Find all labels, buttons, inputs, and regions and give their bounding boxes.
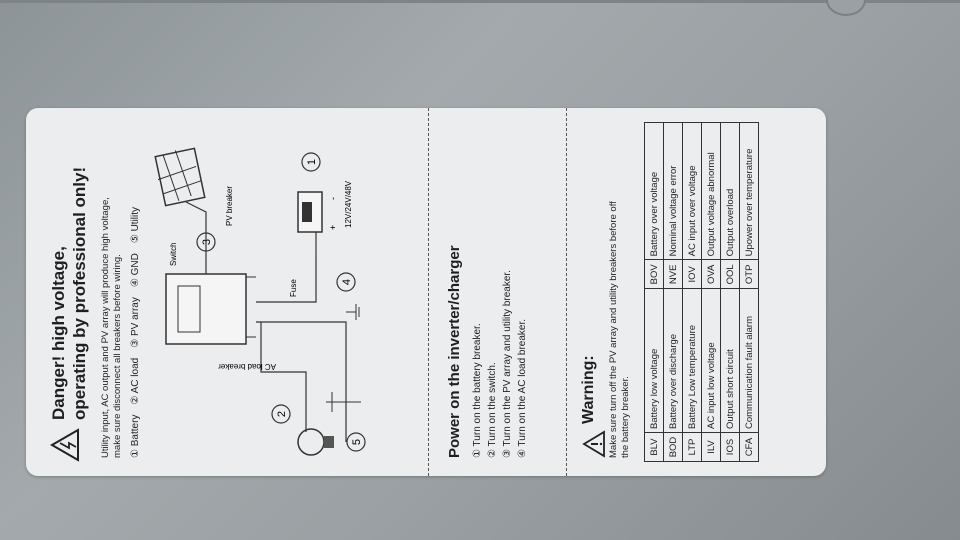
battery-voltage: 12V/24V/48V (344, 180, 353, 228)
power-step-1: ① Turn on the battery breaker. (472, 323, 483, 458)
table-row: CFA Communication fault alarm OTP Upower… (739, 122, 759, 462)
section-divider-1 (428, 108, 429, 476)
code-cell: BOV (644, 259, 664, 289)
table-row: ILV AC input low voltage OVA Output volt… (701, 122, 721, 462)
power-step-4: ④ Turn on the AC load breaker. (517, 318, 528, 458)
description-cell: Upower over temperature (739, 122, 759, 260)
code-cell: LTP (682, 432, 702, 462)
code-cell: BOD (663, 432, 683, 462)
warning-text: Make sure turn off the PV array and util… (608, 128, 632, 458)
fuse-label: Fuse (289, 279, 298, 297)
legend-gnd: ④ GND (130, 253, 141, 288)
danger-title-line2: operating by professional only! (70, 166, 89, 420)
description-cell: Battery over voltage (644, 122, 664, 260)
wiring-note-line2: make sure disconnect all breakers before… (112, 254, 123, 458)
marker-5-label: 5 (351, 439, 363, 445)
utility-pole-icon (326, 392, 361, 412)
code-cell: IOS (720, 432, 740, 462)
code-cell: ILV (701, 432, 721, 462)
power-step-2: ② Turn on the switch. (487, 362, 498, 458)
legend-ac-load: ② AC load (130, 357, 141, 405)
legend-battery: ① Battery (130, 414, 141, 458)
wiring-note-line1: Utility input, AC output and PV array wi… (100, 197, 111, 458)
marker-2 (271, 404, 291, 424)
marker-2-label: 2 (276, 411, 288, 417)
component-legend: ① Battery ② AC load ③ PV array ④ GND ⑤ U… (130, 114, 141, 458)
marker-4-label: 4 (341, 279, 353, 285)
description-cell: Communication fault alarm (739, 288, 759, 433)
ground-icon (346, 304, 360, 320)
description-cell: Battery over discharge (663, 288, 683, 433)
wiring-diagram: 2 Switch 3 PV breaker (154, 147, 366, 456)
code-cell: IOV (682, 259, 702, 289)
table-row: IOS Output short circuit OOL Output over… (720, 122, 740, 462)
description-cell: Nominal voltage error (663, 122, 683, 260)
sticker-content: Danger! high voltage, operating by profe… (26, 108, 826, 476)
section-divider-2 (566, 108, 567, 476)
battery-plus: + (328, 225, 338, 230)
power-on-title: Power on the inverter/charger (446, 245, 463, 458)
description-cell: AC input over voltage (682, 122, 702, 260)
code-cell: OTP (739, 259, 759, 289)
legend-utility: ⑤ Utility (130, 206, 141, 244)
power-step-3: ③ Turn on the PV array and utility break… (502, 270, 513, 458)
switch-label: Switch (169, 242, 178, 266)
danger-title: Danger! high voltage, operating by profe… (48, 120, 90, 420)
power-on-steps: ① Turn on the battery breaker. ② Turn on… (470, 128, 530, 458)
wiring-note: Utility input, AC output and PV array wi… (100, 114, 124, 458)
code-cell: BLV (644, 432, 664, 462)
description-cell: Battery low voltage (644, 288, 664, 433)
danger-title-line1: Danger! high voltage, (49, 246, 68, 420)
marker-5 (346, 432, 366, 452)
utility-wire (256, 321, 347, 442)
description-cell: Battery Low temperature (682, 288, 702, 433)
warning-line1: Make sure turn off the PV array and util… (608, 201, 619, 458)
marker-1 (301, 152, 321, 172)
battery-wire (256, 232, 317, 303)
battery-minus: - (328, 197, 338, 200)
code-cell: CFA (739, 432, 759, 462)
table-row: LTP Battery Low temperature IOV AC input… (682, 122, 702, 462)
table-row: BLV Battery low voltage BOV Battery over… (644, 122, 664, 462)
pv-wire (185, 201, 207, 274)
high-voltage-warning-icon (50, 428, 79, 462)
warning-icon (582, 430, 605, 458)
marker-1-label: 1 (306, 159, 318, 165)
panel-seam (0, 0, 960, 3)
fault-code-table: BLV Battery low voltage BOV Battery over… (644, 122, 759, 462)
ac-load-breaker-label: AC load breaker (218, 362, 276, 371)
warning-line2: the battery breaker. (620, 376, 631, 458)
description-cell: Output short circuit (720, 288, 740, 433)
description-cell: Output voltage abnormal (701, 122, 721, 260)
code-cell: NVE (663, 259, 683, 289)
legend-pv-array: ③ PV array (130, 297, 141, 348)
battery-icon (297, 191, 323, 233)
warning-sticker: Danger! high voltage, operating by profe… (26, 108, 826, 476)
code-cell: OOL (720, 259, 740, 289)
pv-breaker-label: PV breaker (225, 186, 234, 226)
ac-load-wire (260, 322, 307, 432)
solar-panel-icon (154, 147, 206, 207)
description-cell: Output overload (720, 122, 740, 260)
marker-3-label: 3 (201, 239, 213, 245)
light-bulb-icon (297, 428, 334, 456)
code-cell: OVA (701, 259, 721, 289)
mounting-bolt (826, 0, 866, 16)
inverter-icon (165, 273, 256, 345)
table-row: BOD Battery over discharge NVE Nominal v… (663, 122, 683, 462)
warning-title: Warning: (580, 355, 597, 424)
description-cell: AC input low voltage (701, 288, 721, 433)
marker-4 (336, 272, 356, 292)
